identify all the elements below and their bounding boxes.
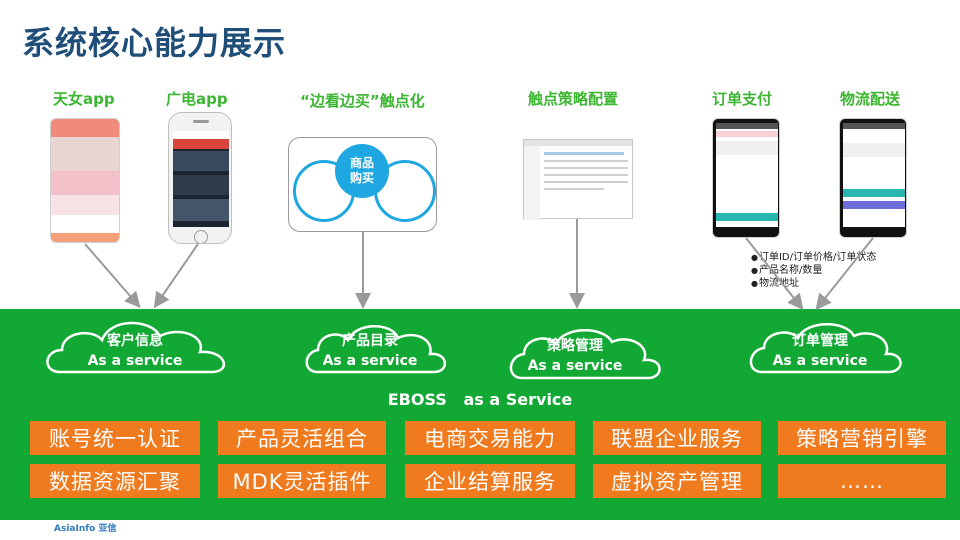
arrow-guangdian (153, 243, 199, 309)
customer-info-service: 客户信息 As a service (60, 332, 210, 372)
capability-account-auth: 账号统一认证 (30, 421, 200, 455)
cloud-title: 客户信息 (107, 333, 163, 349)
strategy-config-screenshot (523, 139, 633, 220)
strategy-management-service: 策略管理 As a service (505, 337, 645, 377)
capability-strategy-engine: 策略营销引擎 (778, 421, 946, 455)
cloud-product-catalog (305, 325, 446, 374)
product-catalog-service: 产品目录 As a service (300, 332, 440, 372)
label-strategy-config: 触点策略配置 (528, 90, 619, 108)
guangdian-app-screenshot (168, 112, 232, 244)
capability-data-aggregation: 数据资源汇聚 (30, 464, 200, 498)
capability-ecommerce-trade: 电商交易能力 (405, 421, 575, 455)
cloud-title: 策略管理 (547, 338, 603, 354)
order-info-bullets: 订单ID/订单价格/订单状态 产品名称/数量 物流地址 (751, 251, 876, 290)
cloud-title: 订单管理 (792, 333, 848, 349)
tianyi-app-screenshot (50, 118, 120, 243)
page-title: 系统核心能力展示 (22, 24, 287, 62)
bullet-logistics-address: 物流地址 (751, 277, 876, 290)
cloud-subtitle: As a service (87, 353, 183, 369)
capability-alliance-service: 联盟企业服务 (593, 421, 761, 455)
label-logistics: 物流配送 (840, 90, 901, 108)
eboss-title: EBOSS as a Service (387, 390, 573, 409)
capability-mdk-plugin: MDK灵活插件 (218, 464, 386, 498)
bullet-order-id: 订单ID/订单价格/订单状态 (751, 251, 876, 264)
cloud-customer-info (46, 321, 226, 374)
bullet-product-name: 产品名称/数量 (751, 264, 876, 277)
label-order-pay: 订单支付 (712, 90, 773, 108)
arrow-order-pay (745, 237, 804, 311)
arrow-tianyi (84, 243, 141, 309)
capability-enterprise-settlement: 企业结算服务 (405, 464, 575, 498)
asiainfo-logo: AsiaInfo 亚信 (54, 524, 117, 534)
capability-more: …… (778, 464, 946, 498)
product-purchase-circle: 商品 购买 (335, 144, 389, 198)
capability-product-combo: 产品灵活组合 (218, 421, 386, 455)
logistics-screenshot (839, 118, 907, 238)
order-pay-screenshot (712, 118, 780, 238)
order-management-service: 订单管理 As a service (750, 332, 890, 372)
label-tianyi-app: 天女app (53, 90, 115, 108)
touchpoint-diagram: 商品 购买 (288, 137, 437, 232)
cloud-title: 产品目录 (342, 333, 398, 349)
capability-virtual-asset: 虚拟资产管理 (593, 464, 761, 498)
cloud-subtitle: As a service (322, 353, 418, 369)
cloud-strategy-management (509, 329, 661, 380)
label-touchpoint: “边看边买”触点化 (300, 92, 425, 110)
cloud-order-management (749, 323, 902, 374)
cloud-subtitle: As a service (527, 358, 623, 374)
cloud-subtitle: As a service (772, 353, 868, 369)
arrow-logistics (815, 237, 874, 311)
label-guangdian-app: 广电app (166, 90, 228, 108)
